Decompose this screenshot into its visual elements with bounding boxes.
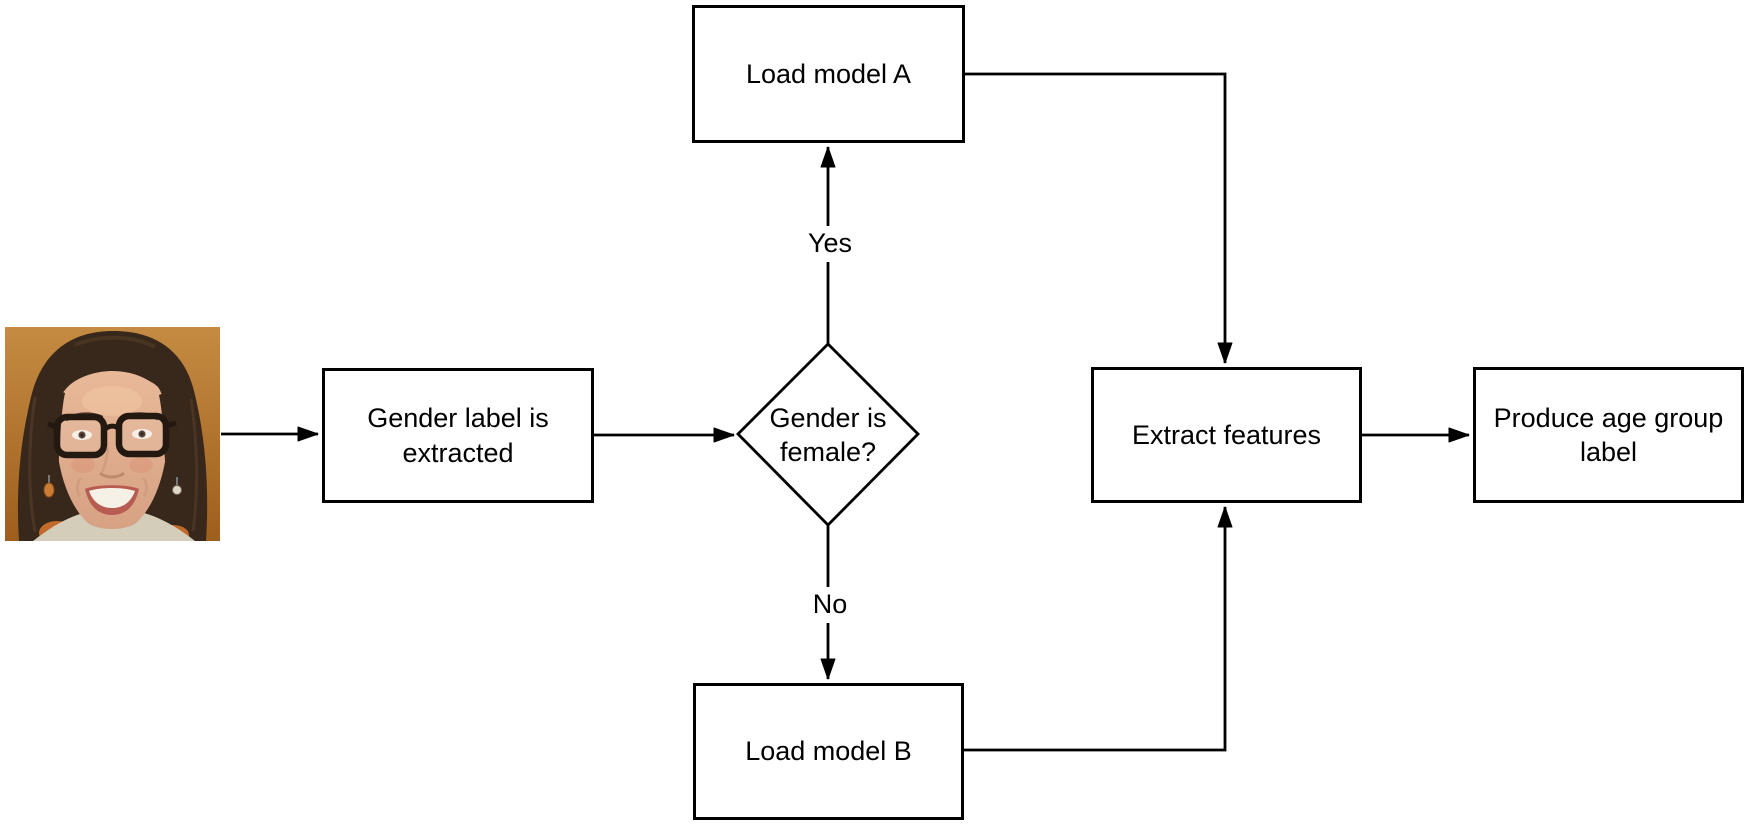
node-extract-features-text: Extract features — [1131, 419, 1322, 450]
edge-label-yes: Yes — [798, 226, 862, 262]
node-load-model-b: Load model B — [693, 683, 964, 820]
node-extract-features: Extract features — [1091, 367, 1362, 503]
node-load-model-a-text: Load model A — [745, 58, 912, 89]
woman-portrait-icon — [5, 327, 220, 541]
decision-diamond-shape — [736, 342, 920, 527]
node-produce-age-group-label-text: Produce age group label — [1493, 402, 1724, 467]
edge-label-no: No — [803, 587, 857, 623]
decision-gender-is-female: Gender is female? — [748, 395, 908, 475]
node-produce-age-group-label: Produce age group label — [1473, 367, 1744, 503]
input-face-photo — [5, 327, 220, 541]
node-gender-label-extracted: Gender label is extracted — [322, 368, 594, 503]
decision-gender-is-female-text: Gender is female? — [769, 402, 887, 467]
arrow-model-a-to-extract — [965, 72, 1233, 364]
node-load-model-a: Load model A — [692, 5, 965, 143]
node-load-model-b-text: Load model B — [745, 736, 912, 767]
node-gender-label-extracted-text: Gender label is extracted — [367, 403, 549, 468]
arrow-model-b-to-extract — [963, 506, 1233, 752]
